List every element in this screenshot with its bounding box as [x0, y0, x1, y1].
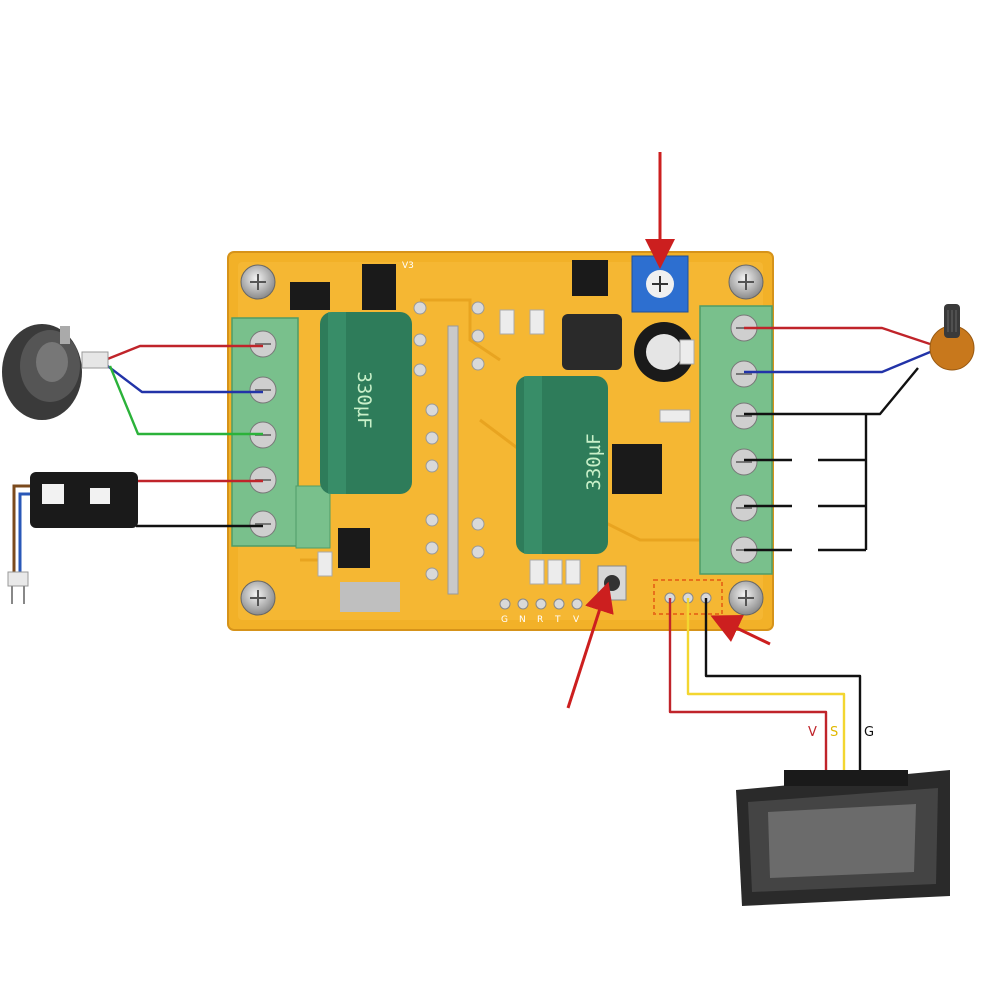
capacitor-left-label: 330µF: [353, 371, 375, 428]
pcb-board: 330µF 330µF: [227, 251, 774, 631]
diode-chip: [362, 264, 396, 310]
wire-pot-black: [744, 367, 919, 416]
ic-chip: [572, 260, 608, 296]
mount-screw: [728, 264, 764, 300]
wire-pot-blue: [744, 348, 936, 374]
mount-screw: [728, 580, 764, 616]
pin-label-t: T: [554, 615, 561, 625]
motor-icon: [2, 324, 109, 420]
display-pin-g: G: [864, 725, 874, 740]
capacitor-right-label: 330µF: [583, 433, 605, 490]
wire-display-red: [668, 598, 828, 774]
board-version-label: V3: [402, 261, 414, 271]
display-pin-s: S: [830, 725, 838, 740]
power-adapter-icon: [7, 472, 138, 604]
mount-screw: [240, 580, 276, 616]
wire-display-black: [704, 598, 862, 774]
left-terminal-block: [231, 317, 331, 549]
display-pin-v: V: [808, 725, 817, 740]
pin-label-r: R: [537, 615, 543, 625]
capacitor-right: 330µF: [516, 376, 608, 554]
wire-pot-red: [744, 326, 931, 346]
mosfet-chip: [290, 282, 330, 310]
wire-motor-green: [108, 365, 263, 436]
pin-label-n: N: [519, 615, 526, 625]
trimmer-potentiometer: [631, 255, 689, 313]
pad-block: [340, 582, 400, 612]
pointer-arrow-icon: [710, 614, 771, 646]
controller-chip: [612, 444, 662, 494]
pointer-arrow-icon: [566, 581, 614, 709]
heatsink-bar: [447, 325, 459, 595]
capacitor-left: 330µF: [320, 312, 412, 494]
via-pads: [413, 301, 485, 581]
pin-label-v: V: [573, 615, 580, 625]
bottom-pin-header: G N R T V: [499, 598, 583, 625]
push-button-switch: [597, 565, 627, 601]
wire-display-yellow: [686, 598, 846, 774]
lcd-display-icon: [736, 770, 950, 906]
inductor: [562, 314, 622, 370]
potentiometer-icon: [929, 304, 975, 371]
regulator-chip: [338, 528, 370, 568]
mount-screw: [240, 264, 276, 300]
right-terminal-block: [699, 305, 773, 575]
wire-motor-blue: [104, 363, 263, 394]
pin-label-g: G: [501, 615, 508, 625]
wire-motor-red: [99, 344, 263, 364]
